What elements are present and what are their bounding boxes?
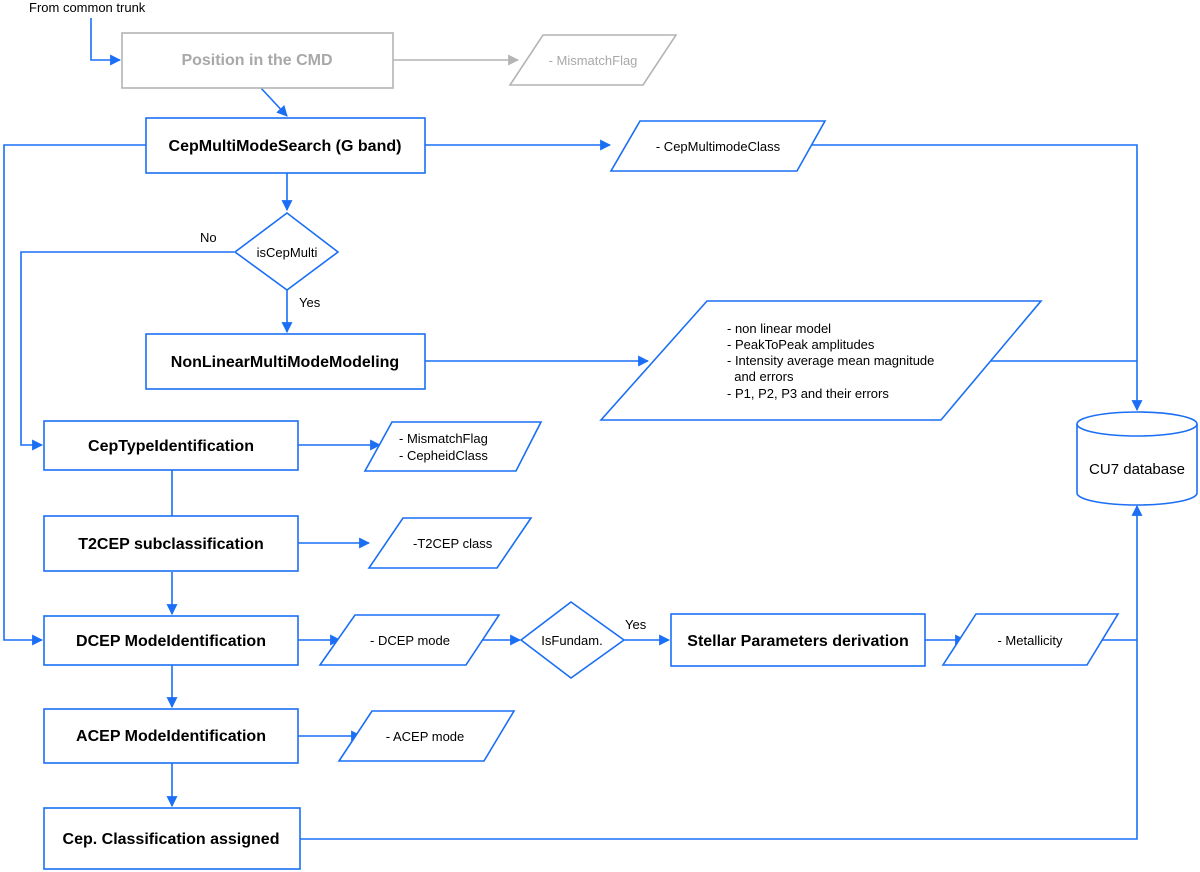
edge-label-no: No: [200, 230, 217, 245]
output-cep-type: - MismatchFlag - CepheidClass: [363, 421, 543, 472]
process-nonlinear-modeling-label: NonLinearMultiModeModeling: [171, 354, 399, 371]
output-nonlinear: - non linear model - PeakToPeak amplitud…: [599, 300, 1043, 421]
edge-cmd-to-multimodesearch: [259, 86, 288, 117]
start-label: From common trunk: [29, 0, 146, 15]
output-cep-type-line-1: - MismatchFlag: [399, 431, 488, 446]
output-acep-mode-label: - ACEP mode: [386, 729, 465, 744]
process-position-cmd: Position in the CMD: [121, 32, 394, 89]
process-t2cep-subclassification: T2CEP subclassification: [43, 515, 299, 572]
process-stellar-parameters-label: Stellar Parameters derivation: [687, 633, 908, 650]
output-nonlinear-line-5: - P1, P2, P3 and their errors: [727, 386, 889, 401]
process-cep-classification-assigned: Cep. Classification assigned: [43, 807, 301, 870]
output-metallicity-label: - Metallicity: [997, 633, 1063, 648]
process-dcep-mode-identification-label: DCEP ModeIdentification: [76, 633, 266, 650]
output-dcep-mode: - DCEP mode: [318, 614, 501, 666]
process-acep-mode-identification: ACEP ModeIdentification: [43, 708, 299, 764]
output-cep-multimode-class-label: - CepMultimodeClass: [656, 139, 781, 154]
decision-is-fundam: IsFundam.: [519, 601, 626, 679]
process-cep-type-identification-label: CepTypeIdentification: [88, 438, 254, 455]
decision-is-fundam-label: IsFundam.: [541, 633, 602, 648]
process-dcep-mode-identification: DCEP ModeIdentification: [43, 615, 299, 666]
edges: [3, 18, 1143, 840]
decision-is-cep-multi-label: isCepMulti: [257, 245, 318, 260]
output-dcep-mode-label: - DCEP mode: [370, 633, 450, 648]
process-nonlinear-modeling: NonLinearMultiModeModeling: [145, 333, 426, 390]
output-acep-mode: - ACEP mode: [337, 710, 516, 762]
edge-label-yes-fundam: Yes: [625, 617, 647, 632]
process-cep-type-identification: CepTypeIdentification: [43, 420, 299, 471]
edge-classification-to-database: [300, 504, 1143, 840]
database-cylinder: CU7 database: [1076, 411, 1198, 506]
process-t2cep-subclassification-label: T2CEP subclassification: [78, 536, 264, 553]
process-acep-mode-identification-label: ACEP ModeIdentification: [76, 728, 266, 745]
output-nonlinear-line-4: and errors: [727, 369, 794, 384]
output-metallicity: - Metallicity: [941, 613, 1120, 666]
edge-class-to-database: [797, 144, 1143, 412]
database-label: CU7 database: [1089, 461, 1185, 478]
process-cep-multi-mode-search-label: CepMultiModeSearch (G band): [169, 138, 402, 155]
output-nonlinear-line-1: - non linear model: [727, 321, 831, 336]
edge-label-yes-multi: Yes: [299, 295, 321, 310]
process-cep-multi-mode-search: CepMultiModeSearch (G band): [145, 117, 426, 174]
edge-iscepmulti-no: [20, 251, 234, 451]
output-t2cep-class: -T2CEP class: [367, 517, 533, 569]
output-mismatch-flag-cmd-label: - MismatchFlag: [549, 53, 638, 68]
output-cep-type-line-2: - CepheidClass: [399, 448, 488, 463]
edge-trunk-to-cmd: [90, 18, 122, 66]
output-mismatch-flag-cmd: - MismatchFlag: [508, 34, 678, 86]
process-position-cmd-label: Position in the CMD: [181, 52, 332, 69]
output-nonlinear-line-3: - Intensity average mean magnitude: [727, 353, 934, 368]
process-stellar-parameters: Stellar Parameters derivation: [670, 613, 926, 667]
output-nonlinear-line-2: - PeakToPeak amplitudes: [727, 337, 875, 352]
edge-multimodesearch-to-dcep: [3, 144, 146, 646]
decision-is-cep-multi: isCepMulti: [233, 211, 340, 291]
process-cep-classification-assigned-label: Cep. Classification assigned: [63, 831, 280, 848]
output-t2cep-class-label: -T2CEP class: [413, 536, 493, 551]
output-cep-multimode-class: - CepMultimodeClass: [609, 120, 827, 172]
